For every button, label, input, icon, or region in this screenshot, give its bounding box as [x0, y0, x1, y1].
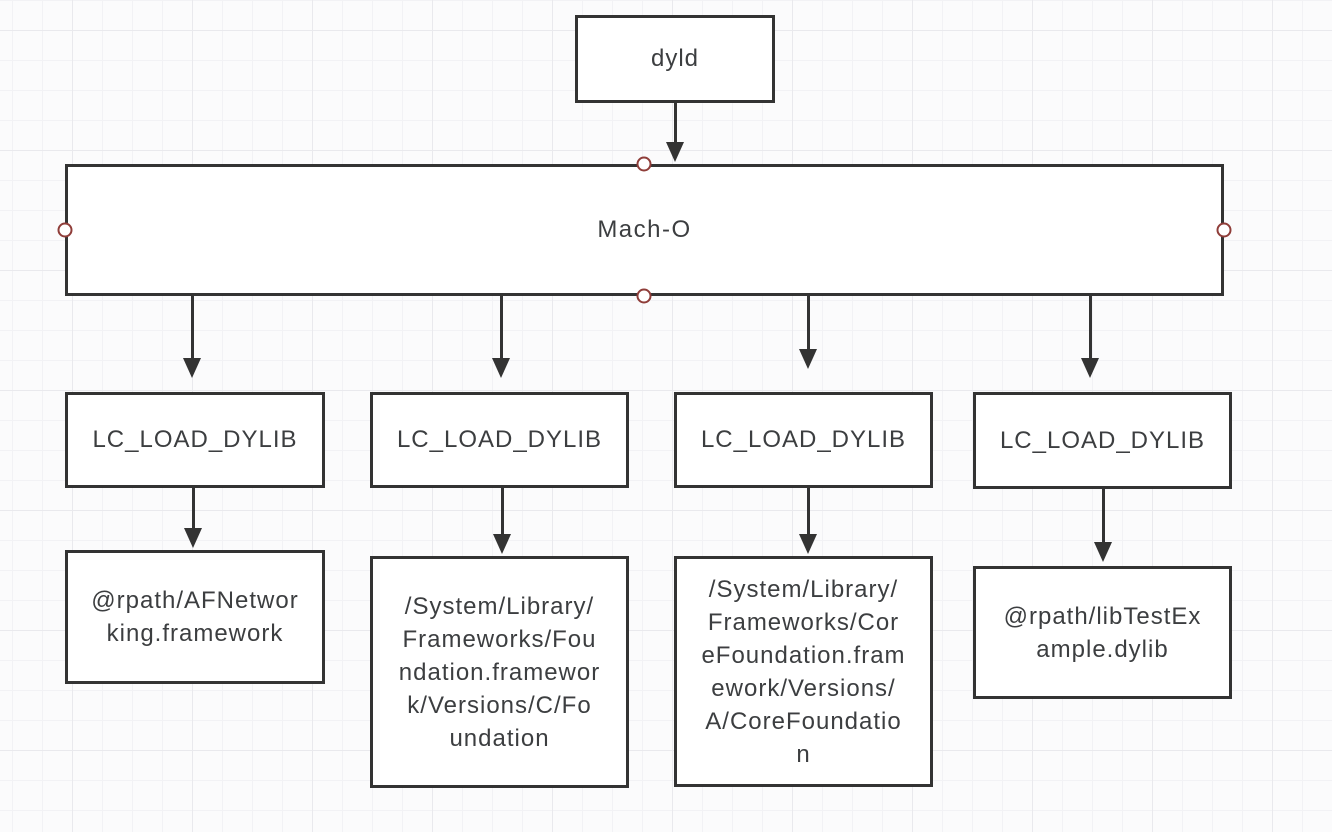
node-lc-load-dylib-1[interactable]: LC_LOAD_DYLIB — [65, 392, 325, 488]
node-dyld-label: dyld — [650, 45, 700, 72]
arrowhead-down-icon — [183, 358, 201, 378]
node-path-libtestexample[interactable]: @rpath/libTestEx ample.dylib — [973, 566, 1232, 699]
node-dyld[interactable]: dyld — [575, 15, 775, 103]
node-macho[interactable]: Mach-O — [65, 164, 1224, 296]
node-path-corefoundation[interactable]: /System/Library/ Frameworks/Cor eFoundat… — [674, 556, 933, 787]
arrowhead-down-icon — [184, 528, 202, 548]
connector-lc2-to-path2[interactable] — [493, 488, 511, 554]
node-lc-load-dylib-2[interactable]: LC_LOAD_DYLIB — [370, 392, 629, 488]
connector-line — [1088, 294, 1092, 358]
node-path-foundation[interactable]: /System/Library/ Frameworks/Fou ndation.… — [370, 556, 629, 788]
connector-lc1-to-path1[interactable] — [184, 488, 202, 548]
node-lc-load-dylib-2-label: LC_LOAD_DYLIB — [396, 426, 603, 453]
connector-line — [190, 294, 194, 358]
node-path-corefoundation-label: ework/Versions/ — [711, 674, 896, 702]
node-macho-label: Mach-O — [597, 216, 692, 243]
connection-point-right[interactable] — [1216, 222, 1232, 238]
connector-lc3-to-path3[interactable] — [799, 488, 817, 554]
node-lc-load-dylib-1-label: LC_LOAD_DYLIB — [92, 426, 298, 453]
connection-point-left[interactable] — [57, 222, 73, 238]
node-path-foundation-label: /System/Library/ — [404, 592, 595, 620]
connector-line — [806, 294, 810, 349]
connector-line — [1101, 489, 1105, 542]
node-path-afnetworking-label: @rpath/AFNetwor — [91, 587, 299, 614]
arrowhead-down-icon — [799, 534, 817, 554]
connector-line — [673, 103, 677, 142]
arrowhead-down-icon — [1094, 542, 1112, 562]
connector-line — [191, 488, 195, 528]
arrowhead-down-icon — [666, 142, 684, 162]
connection-point-bottom[interactable] — [636, 288, 652, 304]
node-path-corefoundation-label: /System/Library/ — [708, 575, 899, 603]
arrowhead-down-icon — [493, 534, 511, 554]
node-path-foundation-label: undation — [449, 724, 550, 752]
node-path-foundation-label: ndation.framewor — [398, 658, 601, 686]
node-path-afnetworking-label: king.framework — [106, 620, 284, 647]
connector-dyld-to-macho[interactable] — [666, 103, 684, 162]
node-path-corefoundation-label: A/CoreFoundatio — [705, 707, 902, 735]
node-path-libtestexample-label: @rpath/libTestEx — [1003, 602, 1202, 630]
node-lc-load-dylib-3[interactable]: LC_LOAD_DYLIB — [674, 392, 933, 488]
node-path-foundation-label: k/Versions/C/Fo — [407, 691, 592, 719]
arrowhead-down-icon — [1081, 358, 1099, 378]
arrowhead-down-icon — [799, 349, 817, 369]
node-path-libtestexample-label: ample.dylib — [1036, 635, 1169, 663]
node-lc-load-dylib-4-label: LC_LOAD_DYLIB — [999, 426, 1206, 454]
node-path-corefoundation-label: Frameworks/Cor — [707, 608, 900, 636]
node-path-corefoundation-label: n — [796, 740, 811, 768]
node-path-corefoundation-label: eFoundation.fram — [701, 641, 906, 669]
connector-macho-to-lc1[interactable] — [183, 294, 201, 378]
arrowhead-down-icon — [492, 358, 510, 378]
connection-point-top[interactable] — [636, 156, 652, 172]
connector-macho-to-lc2[interactable] — [492, 294, 510, 378]
connector-line — [499, 294, 503, 358]
connector-line — [806, 488, 810, 534]
connector-macho-to-lc3[interactable] — [799, 294, 817, 369]
connector-line — [500, 488, 504, 534]
node-path-afnetworking[interactable]: @rpath/AFNetwor king.framework — [65, 550, 325, 684]
connector-macho-to-lc4[interactable] — [1081, 294, 1099, 378]
node-lc-load-dylib-4[interactable]: LC_LOAD_DYLIB — [973, 392, 1232, 489]
connector-lc4-to-path4[interactable] — [1094, 489, 1112, 562]
node-path-foundation-label: Frameworks/Fou — [402, 625, 597, 653]
node-lc-load-dylib-3-label: LC_LOAD_DYLIB — [700, 426, 907, 453]
